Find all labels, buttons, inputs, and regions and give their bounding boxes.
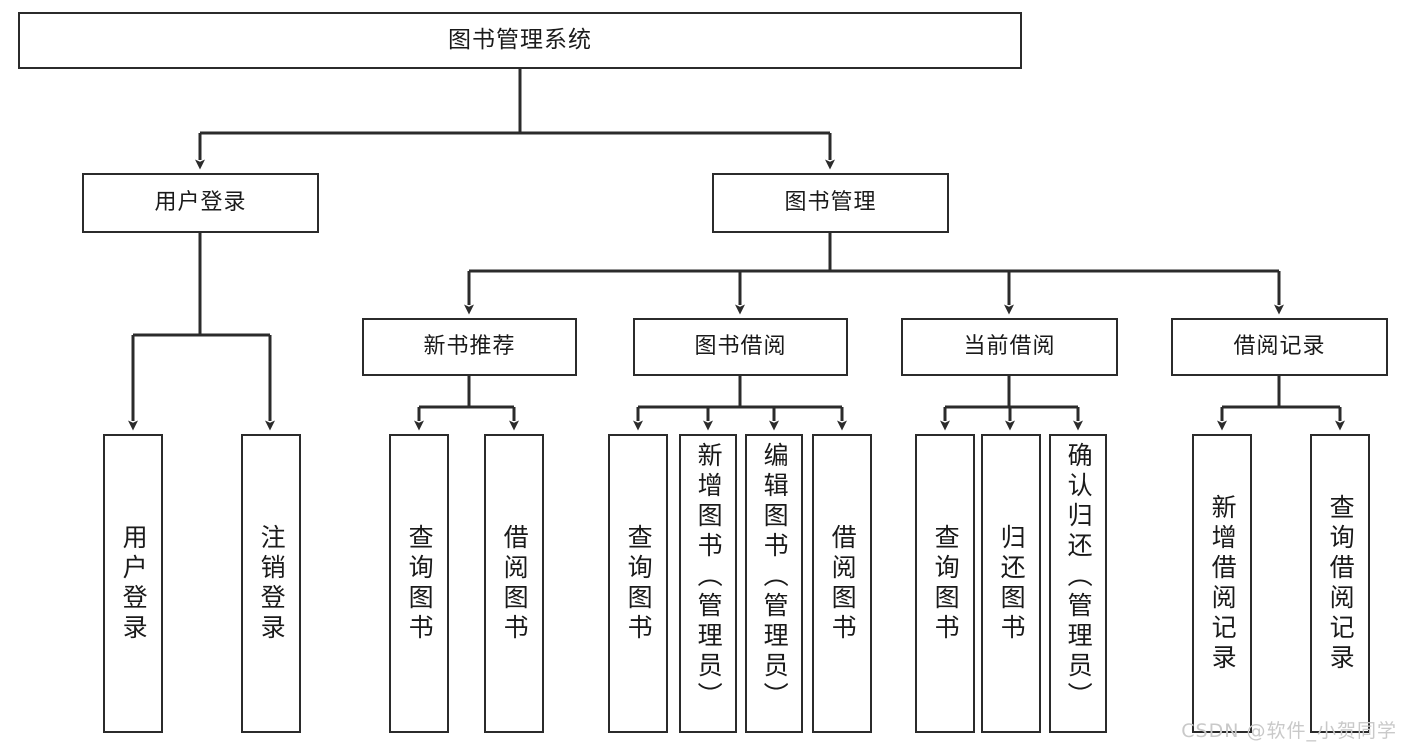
node-label: 新书推荐 [423,333,516,359]
node-label: 用户登录 [119,523,149,644]
node-label: 新增借阅记录 [1208,493,1238,674]
node-current-borrow[interactable]: 当前借阅 [901,318,1118,376]
node-label: 图书管理系统 [448,26,592,53]
node-label: 当前借阅 [963,333,1056,359]
node-label: 图书借阅 [694,333,787,359]
node-label: 用户登录 [154,189,247,215]
leaf-new-book-borrow[interactable]: 借阅图书 [484,434,544,733]
node-label: 查询图书 [931,523,961,644]
leaf-borrow-borrow-book[interactable]: 借阅图书 [812,434,872,733]
leaf-new-book-query[interactable]: 查询图书 [389,434,449,733]
node-label: 借阅记录 [1233,333,1326,359]
leaf-borrow-edit-book-admin[interactable]: 编辑图书（管理员） [745,434,803,733]
leaf-current-query-book[interactable]: 查询图书 [915,434,975,733]
node-label: 确认归还（管理员） [1064,442,1094,712]
node-user-login[interactable]: 用户登录 [82,173,319,233]
node-label: 图书管理 [784,189,877,215]
watermark: CSDN @软件_小贺同学 [1181,720,1397,742]
leaf-borrow-add-book-admin[interactable]: 新增图书（管理员） [679,434,737,733]
node-label: 查询图书 [624,523,654,644]
node-label: 注销登录 [257,523,287,644]
leaf-current-return-book[interactable]: 归还图书 [981,434,1041,733]
node-label: 借阅图书 [500,523,530,644]
node-label: 归还图书 [997,523,1027,644]
node-book-management[interactable]: 图书管理 [712,173,949,233]
node-book-borrow[interactable]: 图书借阅 [633,318,848,376]
node-root[interactable]: 图书管理系统 [18,12,1022,69]
leaf-borrow-query-book[interactable]: 查询图书 [608,434,668,733]
node-label: 查询图书 [405,523,435,644]
leaf-record-add-record[interactable]: 新增借阅记录 [1192,434,1252,733]
node-label: 新增图书（管理员） [694,442,724,712]
node-label: 借阅图书 [828,523,858,644]
node-borrow-record[interactable]: 借阅记录 [1171,318,1388,376]
node-new-book-recommend[interactable]: 新书推荐 [362,318,577,376]
leaf-user-login-logout[interactable]: 注销登录 [241,434,301,733]
node-label: 查询借阅记录 [1326,493,1356,674]
leaf-current-confirm-return-admin[interactable]: 确认归还（管理员） [1049,434,1107,733]
node-label: 编辑图书（管理员） [760,442,790,712]
leaf-user-login-login[interactable]: 用户登录 [103,434,163,733]
leaf-record-query-record[interactable]: 查询借阅记录 [1310,434,1370,733]
